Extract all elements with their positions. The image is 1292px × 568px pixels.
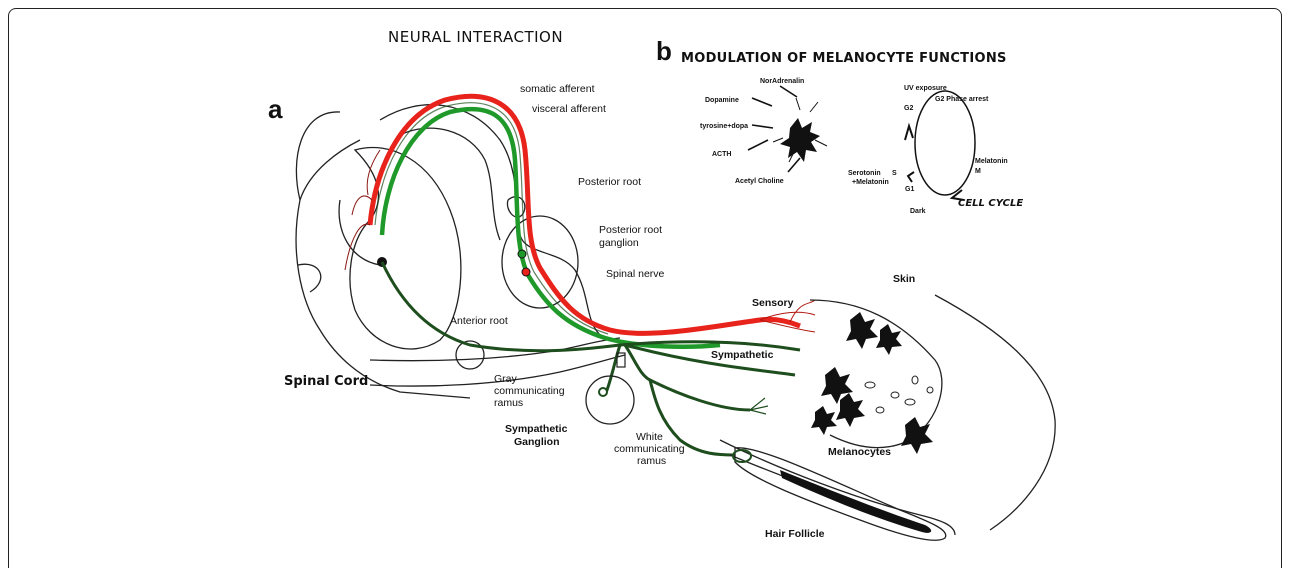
- label-white-ramus-2: communicating: [614, 443, 685, 455]
- label-melanocytes: Melanocytes: [828, 446, 891, 458]
- label-posterior-root: Posterior root: [578, 176, 641, 188]
- panel-b-title: MODULATION OF MELANOCYTE FUNCTIONS: [681, 51, 1007, 66]
- panel-a-letter: a: [268, 94, 283, 124]
- label-g1: G1: [905, 186, 914, 193]
- label-visceral-afferent: visceral afferent: [532, 103, 606, 115]
- label-tyrosine: tyrosine+dopa: [700, 123, 748, 130]
- label-hair-follicle: Hair Follicle: [765, 528, 825, 540]
- label-sympathetic-ganglion-2: Ganglion: [514, 436, 560, 448]
- label-posterior-root-ganglion-2: ganglion: [599, 237, 639, 249]
- label-acth: ACTH: [712, 151, 731, 158]
- label-sensory: Sensory: [752, 297, 794, 309]
- label-skin: Skin: [893, 273, 915, 285]
- label-gray-ramus-3: ramus: [494, 397, 523, 409]
- label-dark: Dark: [910, 208, 926, 215]
- label-noradrenalin: NorAdrenalin: [760, 78, 804, 85]
- label-spinal-nerve: Spinal nerve: [606, 268, 665, 280]
- label-acetyl-choline: Acetyl Choline: [735, 178, 784, 185]
- label-somatic-afferent: somatic afferent: [520, 83, 595, 95]
- label-g2-arrest: G2 Phase arrest: [935, 96, 989, 103]
- label-m: M: [975, 168, 981, 175]
- label-g2: G2: [904, 105, 913, 112]
- label-uv-exposure: UV exposure: [904, 85, 947, 92]
- label-sympathetic-ganglion-1: Sympathetic: [505, 423, 568, 435]
- panel-b-letter: b: [656, 36, 672, 66]
- label-white-ramus-3: ramus: [637, 455, 666, 467]
- label-gray-ramus-1: Gray: [494, 373, 518, 385]
- label-s: S: [892, 170, 897, 177]
- diagram-title: NEURAL INTERACTION: [388, 28, 563, 46]
- label-sympathetic: Sympathetic: [711, 349, 774, 361]
- label-plus-melatonin: +Melatonin: [852, 179, 889, 186]
- label-cell-cycle: CELL CYCLE: [958, 198, 1023, 209]
- label-melatonin: Melatonin: [975, 158, 1008, 165]
- label-posterior-root-ganglion-1: Posterior root: [599, 224, 662, 236]
- label-dopamine: Dopamine: [705, 97, 739, 104]
- label-spinal-cord: Spinal Cord: [284, 374, 368, 389]
- label-gray-ramus-2: communicating: [494, 385, 565, 397]
- label-anterior-root: Anterior root: [450, 315, 508, 327]
- label-serotonin: Serotonin: [848, 170, 881, 177]
- label-white-ramus-1: White: [636, 431, 663, 443]
